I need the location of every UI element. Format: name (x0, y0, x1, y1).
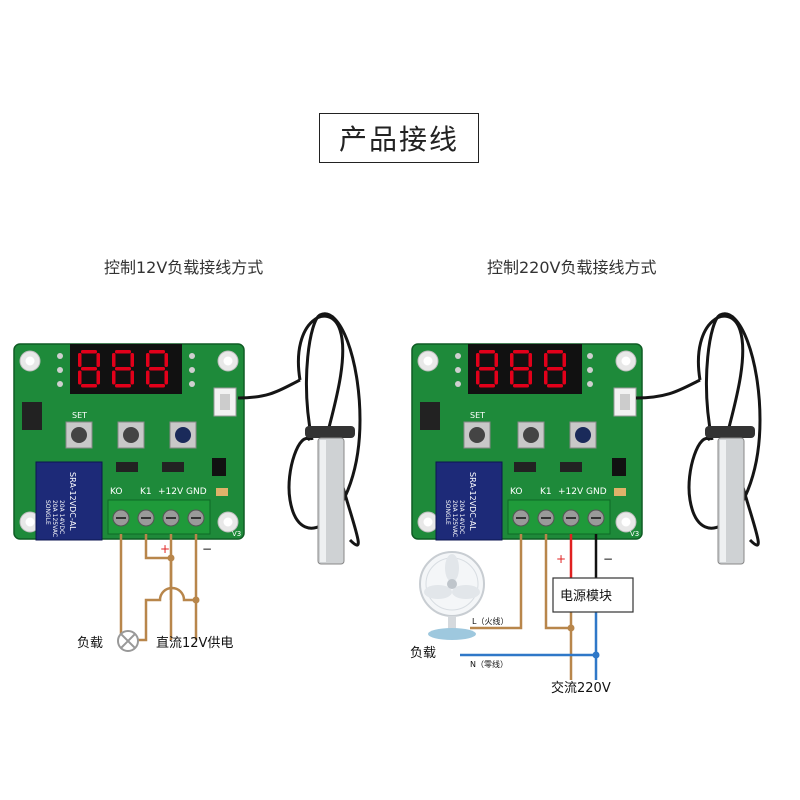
supply-label: 直流12V供电 (156, 636, 233, 651)
right-pcb-board: SET KO K1 +12V GND SRA-12VDC-AL 20A 14VD… (411, 343, 643, 541)
terminal-label-12v: +12V (558, 487, 584, 497)
right-wiring (460, 534, 598, 680)
power-module-box (552, 577, 634, 613)
relay: SRA-12VDC-AL 20A 14VDC 20A 125VAC SONGLE (35, 461, 103, 541)
neutral-wire-label: N（零线） (470, 659, 508, 669)
push-button[interactable] (65, 421, 93, 449)
terminal-label-ko: KO (510, 487, 523, 497)
right-subtitle: 控制220V负载接线方式 (487, 258, 657, 277)
push-button[interactable] (169, 421, 197, 449)
load-label: 负载 (77, 636, 103, 651)
minus-sign: − (202, 542, 212, 556)
load-label: 负载 (410, 646, 436, 661)
page-title: 产品接线 (319, 113, 479, 163)
temperature-probe-cable (237, 312, 362, 547)
live-wire-label: L（火线） (472, 616, 508, 626)
plus-sign: + (160, 542, 170, 556)
push-button[interactable] (117, 421, 145, 449)
terminal-label-ko: KO (110, 487, 123, 497)
left-wiring (119, 534, 198, 642)
terminal-label-12v: +12V (158, 487, 184, 497)
mounting-hole (19, 350, 239, 533)
terminal-label-k1: K1 (140, 487, 152, 497)
fan-icon (419, 551, 485, 640)
terminal-block (507, 499, 611, 535)
set-label: SET (470, 411, 485, 420)
set-label: SET (72, 411, 87, 420)
relay-model: SRA-12VDC-AL (68, 472, 77, 531)
relay-brand: SONGLE (444, 500, 451, 525)
relay-model: SRA-12VDC-AL (468, 472, 477, 531)
terminal-label-gnd: GND (586, 487, 607, 497)
relay-brand: SONGLE (44, 500, 51, 525)
left-subtitle: 控制12V负载接线方式 (104, 258, 264, 277)
temperature-probe-cable (635, 312, 762, 547)
relay-rating-ac: 20A 125VAC (451, 500, 458, 537)
left-pcb-board: SET KO K1 +12V GND SRA-12VDC-AL 20A 14VD… (13, 343, 245, 541)
mounting-hole (417, 350, 637, 533)
relay: SRA-12VDC-AL 20A 14VDC 20A 125VAC SONGLE (435, 461, 503, 541)
temperature-probe (705, 426, 755, 565)
load-lamp-icon (117, 630, 139, 652)
board-version: V3 (630, 530, 639, 538)
relay-rating-dc: 20A 14VDC (458, 500, 465, 534)
board-version: V3 (232, 530, 241, 538)
relay-rating-dc: 20A 14VDC (58, 500, 65, 534)
push-button[interactable] (517, 421, 545, 449)
minus-sign: − (603, 552, 613, 566)
power-module-label: 电源模块 (560, 589, 612, 604)
push-button[interactable] (463, 421, 491, 449)
terminal-label-gnd: GND (186, 487, 207, 497)
supply-label: 交流220V (551, 680, 611, 696)
terminal-block (107, 499, 211, 535)
terminal-label-k1: K1 (540, 487, 552, 497)
push-button[interactable] (569, 421, 597, 449)
plus-sign: + (556, 552, 566, 566)
relay-rating-ac: 20A 125VAC (51, 500, 58, 537)
temperature-probe (305, 426, 355, 565)
